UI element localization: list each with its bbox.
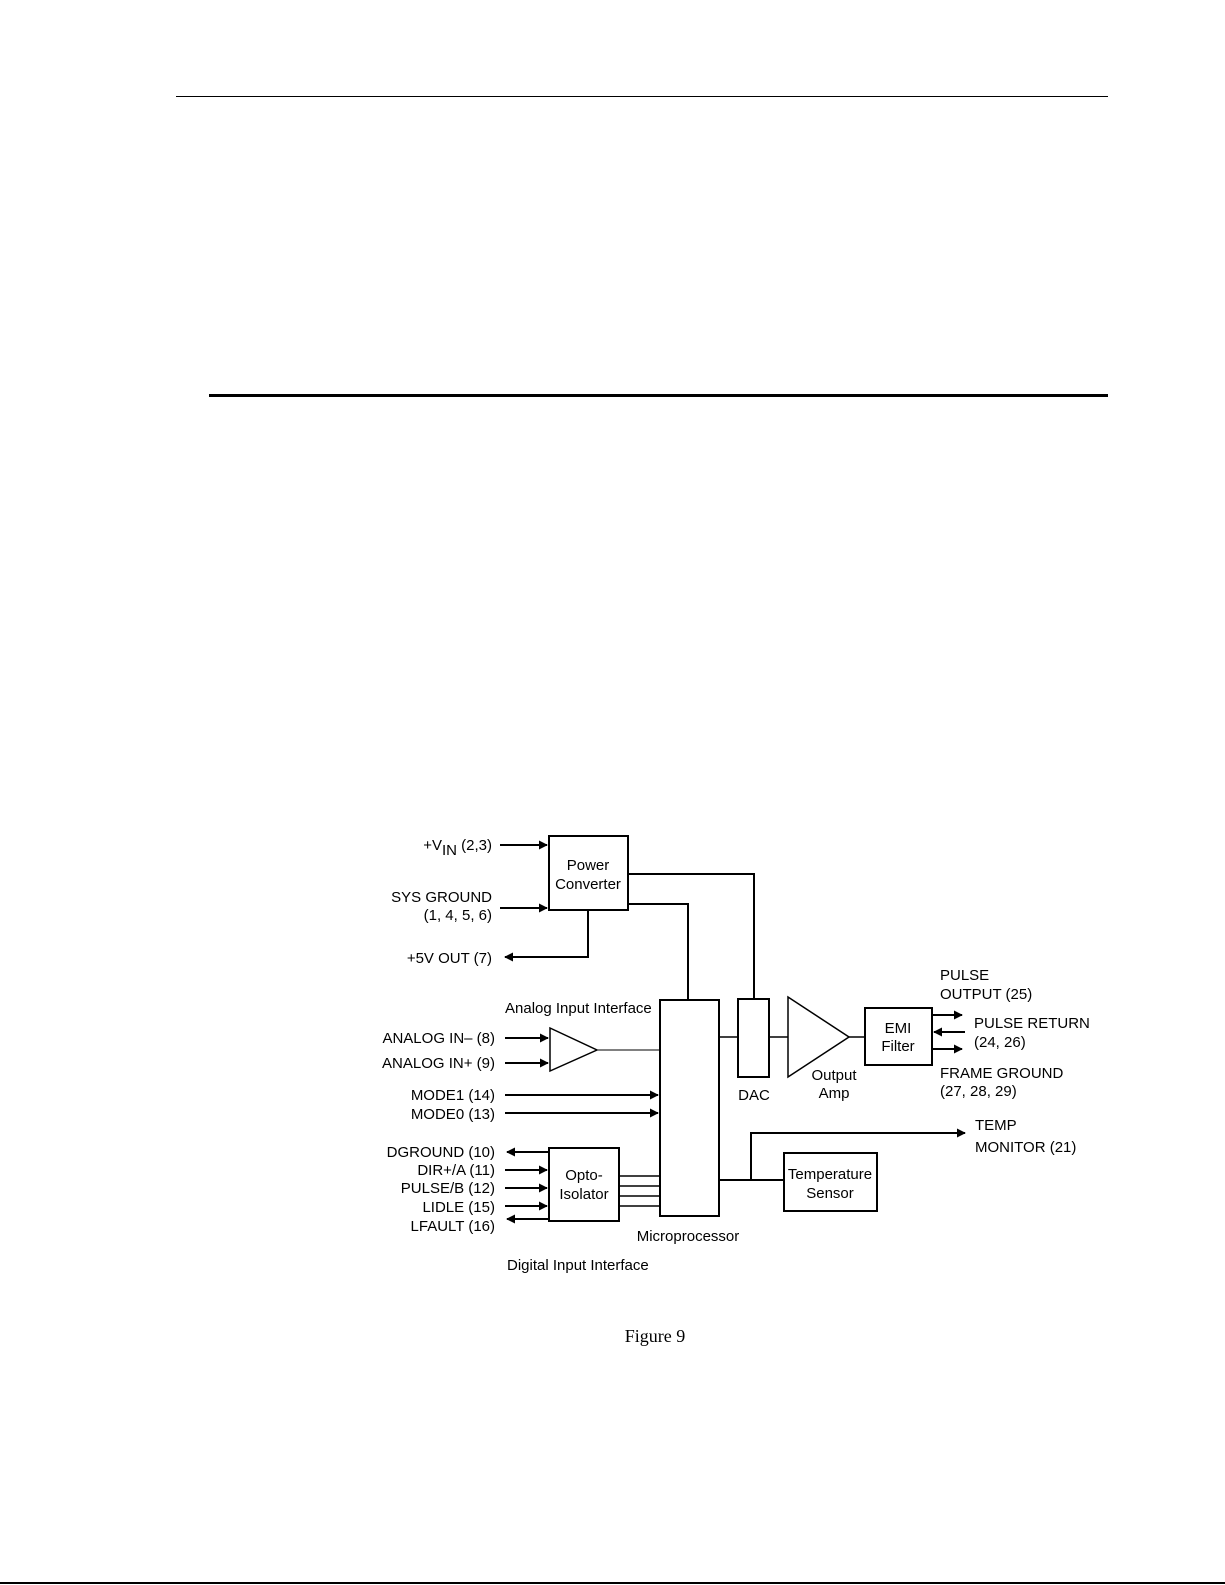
- microprocessor-block: [659, 999, 720, 1217]
- pulse-b-label: PULSE/B (12): [401, 1180, 495, 1197]
- mode1-label: MODE1 (14): [411, 1087, 495, 1104]
- output-amp-label-line1: Output: [811, 1067, 857, 1084]
- power-to-microprocessor-wire: [628, 903, 689, 1000]
- footer-rule: [0, 1582, 1225, 1584]
- power-converter-label-line1: Power: [567, 857, 610, 874]
- opto-isolator-label-line1: Opto-: [565, 1167, 603, 1184]
- emi-filter-label-line2: Filter: [881, 1038, 914, 1055]
- power-converter-label-line2: Converter: [555, 876, 621, 893]
- lfault-label: LFAULT (16): [411, 1218, 495, 1235]
- frame-ground-label-line1: FRAME GROUND: [940, 1065, 1064, 1082]
- dac-label: DAC: [738, 1087, 770, 1104]
- dground-label: DGROUND (10): [387, 1144, 495, 1161]
- temperature-sensor-label-line1: Temperature: [788, 1166, 872, 1183]
- emi-filter-label-line1: EMI: [885, 1020, 912, 1037]
- emi-filter-block: [864, 1007, 933, 1066]
- power-converter-block: [548, 835, 629, 911]
- vin-label: +VIN (2,3): [423, 837, 492, 859]
- analog-input-amp-triangle: [549, 1026, 599, 1073]
- section-divider: [209, 394, 1108, 397]
- header-rule: [176, 96, 1108, 97]
- plus5v-out-wire: [504, 910, 589, 962]
- temp-monitor-label-line2: MONITOR (21): [975, 1139, 1076, 1156]
- output-amp-triangle: [787, 995, 851, 1079]
- analog-in-minus-label: ANALOG IN– (8): [382, 1030, 495, 1047]
- plus5v-out-label: +5V OUT (7): [407, 950, 492, 967]
- pulse-output-label-line2: OUTPUT (25): [940, 986, 1032, 1003]
- pulse-return-label-line1: PULSE RETURN: [974, 1015, 1090, 1032]
- opto-isolator-label-line2: Isolator: [559, 1186, 608, 1203]
- pulse-return-label-line2: (24, 26): [974, 1034, 1026, 1051]
- microprocessor-label: Microprocessor: [637, 1228, 740, 1245]
- digital-input-interface-label: Digital Input Interface: [507, 1257, 649, 1274]
- mode0-label: MODE0 (13): [411, 1106, 495, 1123]
- frame-ground-label-line2: (27, 28, 29): [940, 1083, 1017, 1100]
- dac-block: [737, 998, 770, 1078]
- opto-isolator-block: [548, 1147, 620, 1222]
- analog-in-plus-label: ANALOG IN+ (9): [382, 1055, 495, 1072]
- sys-ground-label-line1: SYS GROUND: [391, 889, 492, 906]
- output-amp-label-line2: Amp: [819, 1085, 850, 1102]
- pulse-output-label-line1: PULSE: [940, 967, 989, 984]
- temperature-sensor-label-line2: Sensor: [806, 1185, 854, 1202]
- dir-a-label: DIR+/A (11): [417, 1162, 495, 1179]
- lidle-label: LIDLE (15): [422, 1199, 495, 1216]
- temperature-sensor-block: [783, 1152, 878, 1212]
- power-to-dac-wire: [628, 873, 755, 999]
- temp-monitor-wire: [750, 1128, 966, 1180]
- temp-monitor-label-line1: TEMP: [975, 1117, 1017, 1134]
- analog-input-interface-label: Analog Input Interface: [505, 1000, 652, 1017]
- opto-to-microprocessor-bus: [619, 1175, 660, 1207]
- sys-ground-label-line2: (1, 4, 5, 6): [424, 907, 492, 924]
- figure-caption: Figure 9: [624, 1326, 686, 1346]
